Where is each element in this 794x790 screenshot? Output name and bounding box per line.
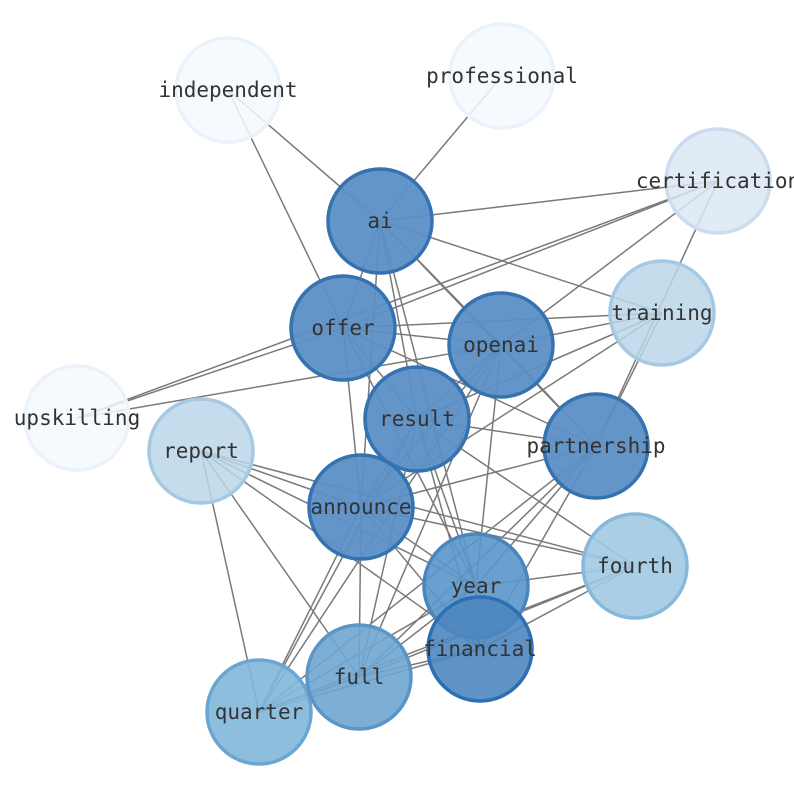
node-offer[interactable] xyxy=(289,274,397,382)
node-label-independent: independent xyxy=(158,78,297,102)
edge-certification-ai xyxy=(379,180,719,222)
node-label-upskilling: upskilling xyxy=(14,406,140,430)
node-result[interactable] xyxy=(363,365,471,473)
node-quarter[interactable] xyxy=(205,658,313,766)
edge-certification-offer xyxy=(342,180,719,329)
edge-report-fourth xyxy=(200,450,636,567)
node-label-training: training xyxy=(611,301,712,325)
node-certification[interactable] xyxy=(664,127,772,235)
edge-training-announce xyxy=(360,312,663,508)
node-label-report: report xyxy=(163,439,239,463)
node-financial[interactable] xyxy=(426,595,534,703)
node-label-openai: openai xyxy=(463,333,539,357)
node-label-year: year xyxy=(451,574,502,598)
node-label-ai: ai xyxy=(367,209,392,233)
node-openai[interactable] xyxy=(447,291,555,399)
label-layer: independent professional certification trai… xyxy=(14,64,794,724)
edge-upskilling-certification xyxy=(76,180,719,419)
node-report[interactable] xyxy=(147,397,255,505)
node-label-financial: financial xyxy=(423,637,537,661)
node-training[interactable] xyxy=(608,259,716,367)
node-upskilling[interactable] xyxy=(23,364,131,472)
node-fourth[interactable] xyxy=(581,512,689,620)
node-label-quarter: quarter xyxy=(215,700,304,724)
node-ai[interactable] xyxy=(326,167,434,275)
node-label-fourth: fourth xyxy=(597,554,673,578)
node-independent[interactable] xyxy=(174,36,282,144)
node-full[interactable] xyxy=(305,623,413,731)
node-layer xyxy=(23,22,772,766)
node-label-partnership: partnership xyxy=(526,434,665,458)
edge-upskilling-openai xyxy=(76,344,502,419)
node-professional[interactable] xyxy=(448,22,556,130)
node-label-announce: announce xyxy=(310,495,411,519)
node-label-professional: professional xyxy=(426,64,578,88)
node-label-result: result xyxy=(379,407,455,431)
node-label-offer: offer xyxy=(311,316,374,340)
node-label-full: full xyxy=(334,665,385,689)
node-label-certification: certification xyxy=(636,169,794,193)
node-partnership[interactable] xyxy=(542,392,650,500)
node-announce[interactable] xyxy=(307,453,415,561)
